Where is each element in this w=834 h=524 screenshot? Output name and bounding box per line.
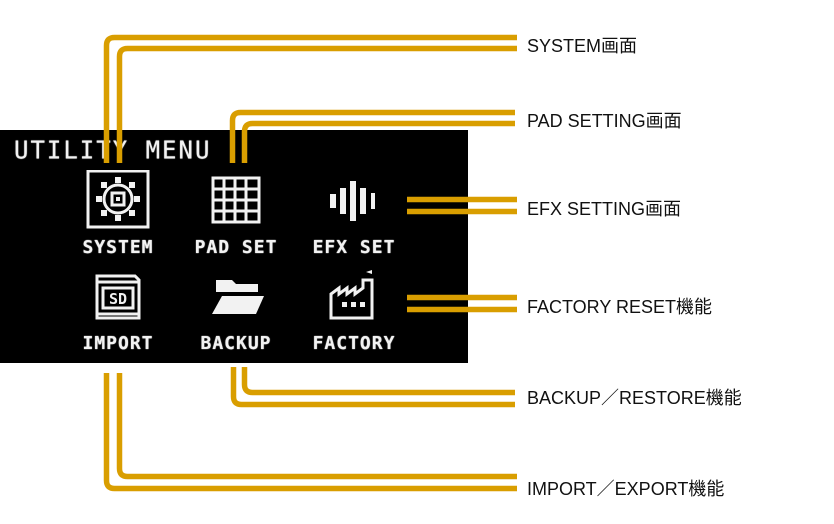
- pad-grid-icon[interactable]: [211, 176, 261, 224]
- callout-line-import-inner: [116, 373, 517, 480]
- menu-item-pad-set-label[interactable]: PAD SET: [194, 237, 278, 258]
- callout-line-pad-outer: [229, 109, 515, 163]
- menu-item-system-label[interactable]: SYSTEM: [82, 237, 154, 258]
- menu-item-import-label[interactable]: IMPORT: [82, 333, 154, 354]
- menu-item-backup-label[interactable]: BACKUP: [200, 333, 272, 354]
- callout-efx-setting: EFX SETTING画面: [527, 199, 682, 219]
- menu-item-efx-set-label[interactable]: EFX SET: [312, 237, 396, 258]
- screen-title: UTILITY MENU: [14, 135, 212, 165]
- utility-menu-screen: [0, 130, 468, 363]
- callout-backup-restore: BACKUP／RESTORE機能: [527, 388, 742, 408]
- sd-card-icon[interactable]: SD: [93, 272, 145, 322]
- menu-item-factory-label[interactable]: FACTORY: [312, 333, 396, 354]
- factory-icon[interactable]: [328, 270, 380, 322]
- callout-line-backup-inner: [241, 367, 515, 396]
- gear-icon[interactable]: [86, 170, 152, 230]
- waveform-icon[interactable]: [328, 180, 382, 222]
- callout-import-export: IMPORT／EXPORT機能: [527, 479, 725, 499]
- callout-factory-reset: FACTORY RESET機能: [527, 297, 713, 317]
- callout-line-backup-outer: [230, 367, 515, 408]
- folder-icon[interactable]: [210, 278, 266, 318]
- callout-line-system-outer: [103, 34, 517, 163]
- callout-line-import-outer: [103, 373, 517, 492]
- callout-pad-setting: PAD SETTING画面: [527, 111, 682, 131]
- callout-system: SYSTEM画面: [527, 36, 638, 56]
- callout-line-system-inner: [116, 45, 517, 163]
- callout-line-pad-inner: [241, 120, 515, 163]
- svg-text:SD: SD: [109, 290, 127, 308]
